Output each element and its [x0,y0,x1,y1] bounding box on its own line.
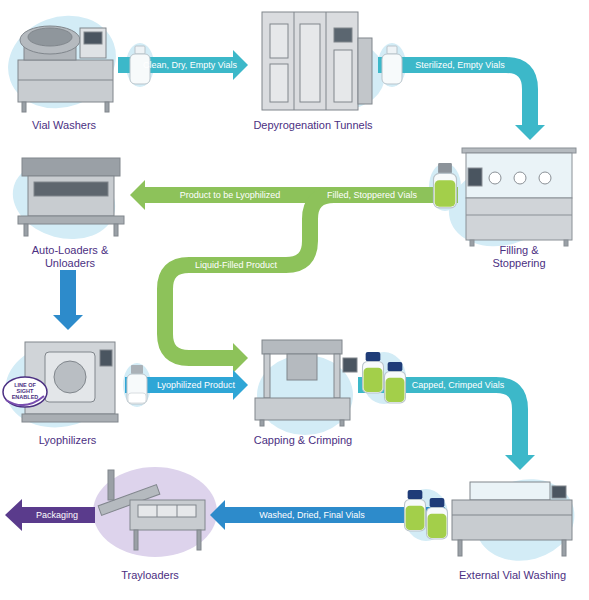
arrow-band [60,270,76,316]
arrow-head [53,315,83,330]
vial-icon [405,490,426,531]
vial-icon [363,352,384,393]
tunnel-machine [262,12,372,110]
background-blobs [0,1,584,572]
machine-node: Trayloaders [90,460,210,582]
machine-label: External Vial Washing [445,569,580,582]
capping-machine [255,340,357,426]
trayloader-machine [98,470,205,550]
arrow-band [165,195,458,358]
auto-loader-machine [18,158,124,236]
arrow-head [210,500,225,530]
background-blob [93,467,217,557]
machine-node: Capping & Crimping [248,330,358,447]
flow-label: Capped, Crimped Vials [412,380,504,390]
machine-label: Auto-Loaders & Unloaders [28,244,112,270]
flow-label: Washed, Dried, Final Vials [259,510,365,520]
arrow-head [515,125,545,140]
flow-arrow [165,195,458,373]
vial-icon [382,46,402,84]
flow-label: Lyophilized Product [157,380,235,390]
packaging-label: Packaging [36,510,78,520]
arrow-head [233,370,248,400]
filling-machine [462,148,576,246]
machine-node: Vial Washers [10,5,118,132]
external-washer-machine [452,482,572,556]
vial-icon [427,498,448,539]
machine-node: Auto-Loaders & Unloaders [10,140,130,270]
arrow-head [505,455,535,470]
badge-text: LINE OF SIGHT ENABLED [7,382,43,400]
flow-label: Filled, Stoppered Vials [327,190,417,200]
flow-label: Liquid-Filled Product [195,260,277,270]
machine-label: Depyrogenation Tunnels [248,119,378,132]
packaging-arrow [5,499,95,531]
flow-label: Sterilized, Empty Vials [415,60,504,70]
machine-label: Vial Washers [10,119,118,132]
machine-label: Capping & Crimping [248,434,358,447]
flow-label: Product to be Lyophilized [180,190,281,200]
arrow-head [130,180,145,210]
arrow-band [358,385,520,456]
machine-label: Lyophilizers [10,434,125,447]
flow-arrow [378,65,545,140]
flow-label: Clean, Dry, Empty Vials [143,60,237,70]
machine-node: Depyrogenation Tunnels [248,5,378,132]
machine-label: Filling & Stoppering [486,244,552,270]
vial-icon [434,163,457,208]
flow-arrow [130,180,458,210]
badge [3,377,47,407]
machine-node: External Vial Washing [445,470,580,582]
machine-label: Trayloaders [90,569,210,582]
vial-washer-machine [18,26,113,112]
flow-arrow [53,270,83,330]
arrow-head [233,343,248,373]
vial-icon [127,365,147,404]
machine-node: Filling & Stoppering [458,140,580,270]
vial-icon [385,362,406,403]
